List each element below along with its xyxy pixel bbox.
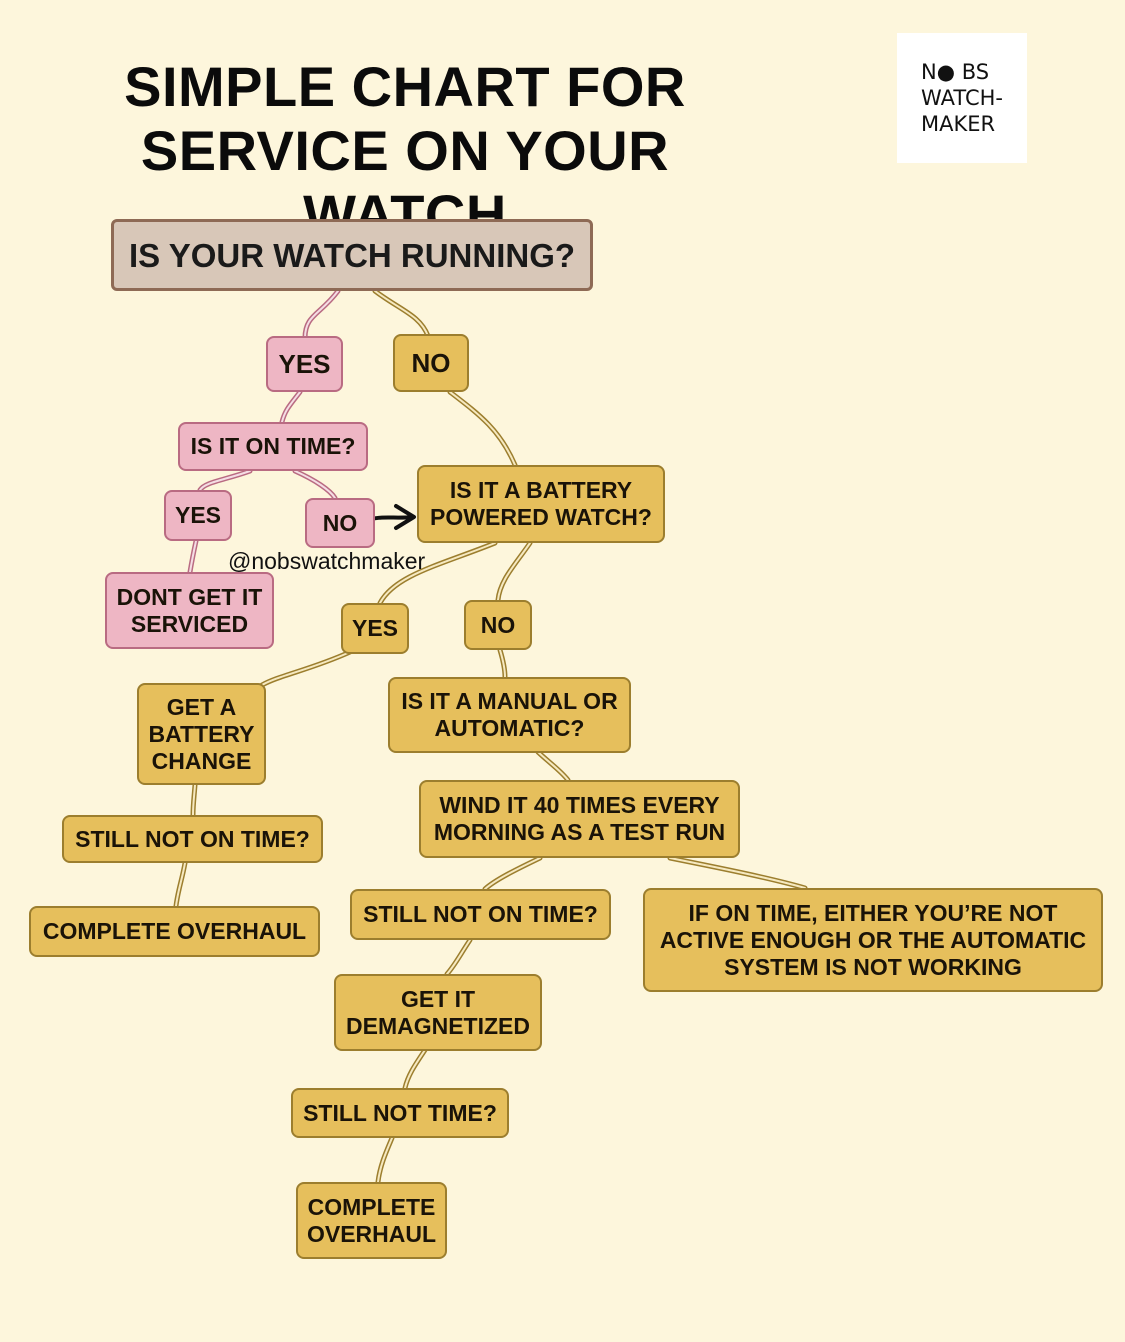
- node-complete-overhaul-bottom: COMPLETE OVERHAUL: [296, 1182, 447, 1259]
- node-still-not-on-time-left: STILL NOT ON TIME?: [62, 815, 323, 863]
- brand-logo: N● BS WATCH- MAKER: [897, 33, 1027, 163]
- page-title: SIMPLE CHART FOR SERVICE ON YOUR WATCH: [40, 55, 770, 247]
- arrow-head: [394, 504, 416, 530]
- node-manual-or-automatic: IS IT A MANUAL OR AUTOMATIC?: [388, 677, 631, 753]
- node-battery-change: GET A BATTERY CHANGE: [137, 683, 266, 785]
- node-wind-40-times: WIND IT 40 TIMES EVERY MORNING AS A TEST…: [419, 780, 740, 858]
- title-line-1: SIMPLE CHART FOR: [124, 55, 686, 118]
- node-no-running: NO: [393, 334, 469, 392]
- edge-no-battery: [447, 389, 518, 468]
- social-handle: @nobswatchmaker: [228, 548, 426, 574]
- node-complete-overhaul-left: COMPLETE OVERHAUL: [29, 906, 320, 957]
- logo-line-1: N● BS: [921, 60, 990, 84]
- node-get-demagnetized: GET IT DEMAGNETIZED: [334, 974, 542, 1051]
- node-yes-battery: YES: [341, 603, 409, 654]
- node-is-it-on-time: IS IT ON TIME?: [178, 422, 368, 471]
- node-battery-powered: IS IT A BATTERY POWERED WATCH?: [417, 465, 665, 543]
- node-no-on-time: NO: [305, 498, 375, 548]
- logo-line-2: WATCH-: [921, 86, 1003, 110]
- title-line-2: SERVICE ON YOUR WATCH: [140, 119, 670, 246]
- node-is-watch-running: IS YOUR WATCH RUNNING?: [111, 219, 593, 291]
- node-still-not-on-time-mid: STILL NOT ON TIME?: [350, 889, 611, 940]
- node-if-on-time: IF ON TIME, EITHER YOU’RE NOT ACTIVE ENO…: [643, 888, 1103, 992]
- node-yes-running: YES: [266, 336, 343, 392]
- logo-text: N● BS WATCH- MAKER: [921, 59, 1003, 137]
- edge-battery-no3: [495, 540, 533, 603]
- node-dont-get-serviced: DONT GET IT SERVICED: [105, 572, 274, 649]
- node-still-not-time: STILL NOT TIME?: [291, 1088, 509, 1138]
- edge-ontime-no2: [292, 468, 338, 501]
- node-yes-on-time: YES: [164, 490, 232, 541]
- logo-line-3: MAKER: [921, 112, 996, 136]
- node-no-battery: NO: [464, 600, 532, 650]
